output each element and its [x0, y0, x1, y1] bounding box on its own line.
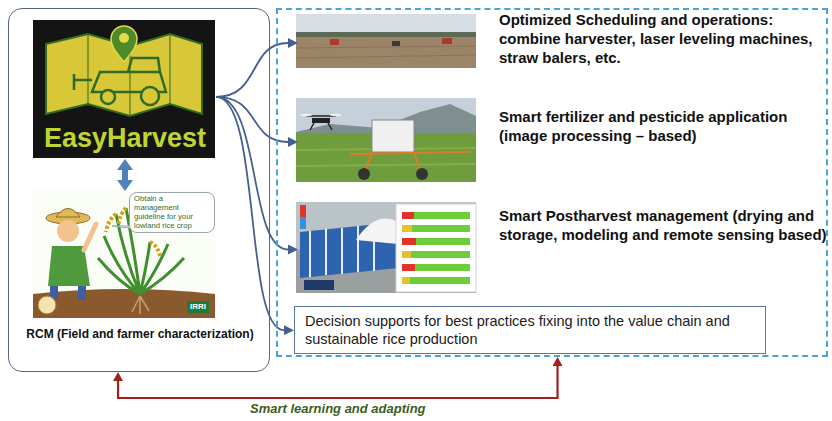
- bar: [402, 238, 470, 245]
- color-scale: [300, 205, 306, 229]
- rcm-art: [33, 190, 215, 318]
- photo-row: Smart Postharvest management (drying and…: [298, 204, 478, 295]
- model-panel: [396, 204, 476, 292]
- logo-ground: [33, 20, 215, 158]
- text-holder: Smart fertilizer and pesticide applicati…: [499, 108, 827, 146]
- hat-crown: [56, 209, 80, 218]
- logo-box: EasyHarvest: [34, 21, 216, 159]
- roots: [132, 296, 149, 314]
- bar: [402, 251, 411, 258]
- text-holder: Obtain a management guideline for your l…: [129, 192, 215, 233]
- bar: [402, 238, 416, 245]
- photo-row: Smart fertilizer and pesticide applicati…: [298, 100, 478, 184]
- node-text: Smart Postharvest management (drying and…: [499, 207, 827, 245]
- wheel: [101, 90, 115, 104]
- connector: [118, 366, 557, 398]
- node-text: Smart fertilizer and pesticide applicati…: [499, 108, 827, 146]
- rotor: [330, 114, 342, 117]
- wheel: [141, 87, 159, 105]
- soil: [33, 289, 215, 318]
- tractor: [442, 38, 452, 44]
- solutions-panel: Optimized Scheduling and operations: com…: [276, 8, 828, 357]
- solar-panel: [304, 280, 334, 290]
- node-text: IRRI: [187, 301, 209, 313]
- sprayer-body: [372, 120, 414, 152]
- text-holder: Optimized Scheduling and operations: com…: [499, 11, 827, 67]
- dryer-photo: [296, 202, 476, 293]
- decision-box: Decision supports for best practices fix…: [294, 306, 766, 354]
- farmer-head: [57, 220, 79, 242]
- tractor: [330, 39, 339, 45]
- map-pin: [111, 26, 137, 62]
- bar: [402, 277, 410, 284]
- emblem: [38, 296, 56, 314]
- text-holder: RCM (Field and farmer characterization): [17, 327, 263, 343]
- node-text: Decision supports for best practices fix…: [295, 307, 765, 353]
- edge-label: Smart learning and adapting: [246, 401, 430, 417]
- node-text: EasyHarvest: [34, 122, 216, 154]
- drone-arms: [306, 116, 336, 130]
- field: [296, 37, 476, 68]
- bar: [402, 264, 470, 271]
- node-text: RCM (Field and farmer characterization): [17, 327, 263, 343]
- sky: [296, 98, 476, 182]
- farmer-arm: [84, 224, 96, 250]
- label-holder: Smart learning and adapting: [246, 401, 430, 417]
- connector: [122, 170, 128, 180]
- text-holder: Smart Postharvest management (drying and…: [499, 207, 827, 245]
- pin-dot: [119, 33, 129, 43]
- tent: [356, 219, 398, 244]
- text-holder: IRRI: [187, 301, 209, 313]
- tractor: [392, 41, 400, 46]
- connector: [216, 97, 284, 330]
- drone-body: [312, 118, 330, 123]
- sky: [296, 14, 476, 36]
- photo-row: Optimized Scheduling and operations: com…: [298, 16, 478, 70]
- bar: [402, 225, 470, 232]
- wheel: [358, 168, 370, 180]
- bar: [402, 264, 415, 271]
- logo-art: [33, 20, 215, 158]
- model-bars: [402, 212, 470, 284]
- bar: [402, 212, 414, 219]
- field-photo: [296, 14, 476, 68]
- bar: [402, 212, 470, 219]
- system-panel: RCM (Field and farmer characterization) E…: [8, 8, 270, 372]
- text-holder: EasyHarvest: [34, 122, 216, 154]
- wheel: [416, 168, 428, 180]
- node-text: Obtain a management guideline for your l…: [129, 192, 215, 233]
- tree-line: [296, 32, 476, 37]
- bar: [402, 277, 470, 284]
- farmer-legs: [54, 286, 82, 300]
- bar: [402, 251, 470, 258]
- furrows: [296, 46, 476, 58]
- rcm-ground: [33, 190, 215, 318]
- sprayer-photo: [296, 98, 476, 182]
- bar: [402, 225, 412, 232]
- color-scale: [300, 217, 306, 229]
- node-text: Optimized Scheduling and operations: com…: [499, 11, 827, 67]
- rotor: [300, 114, 312, 117]
- sky: [296, 202, 476, 293]
- rcm-picture: Obtain a management guideline for your l…: [34, 191, 216, 319]
